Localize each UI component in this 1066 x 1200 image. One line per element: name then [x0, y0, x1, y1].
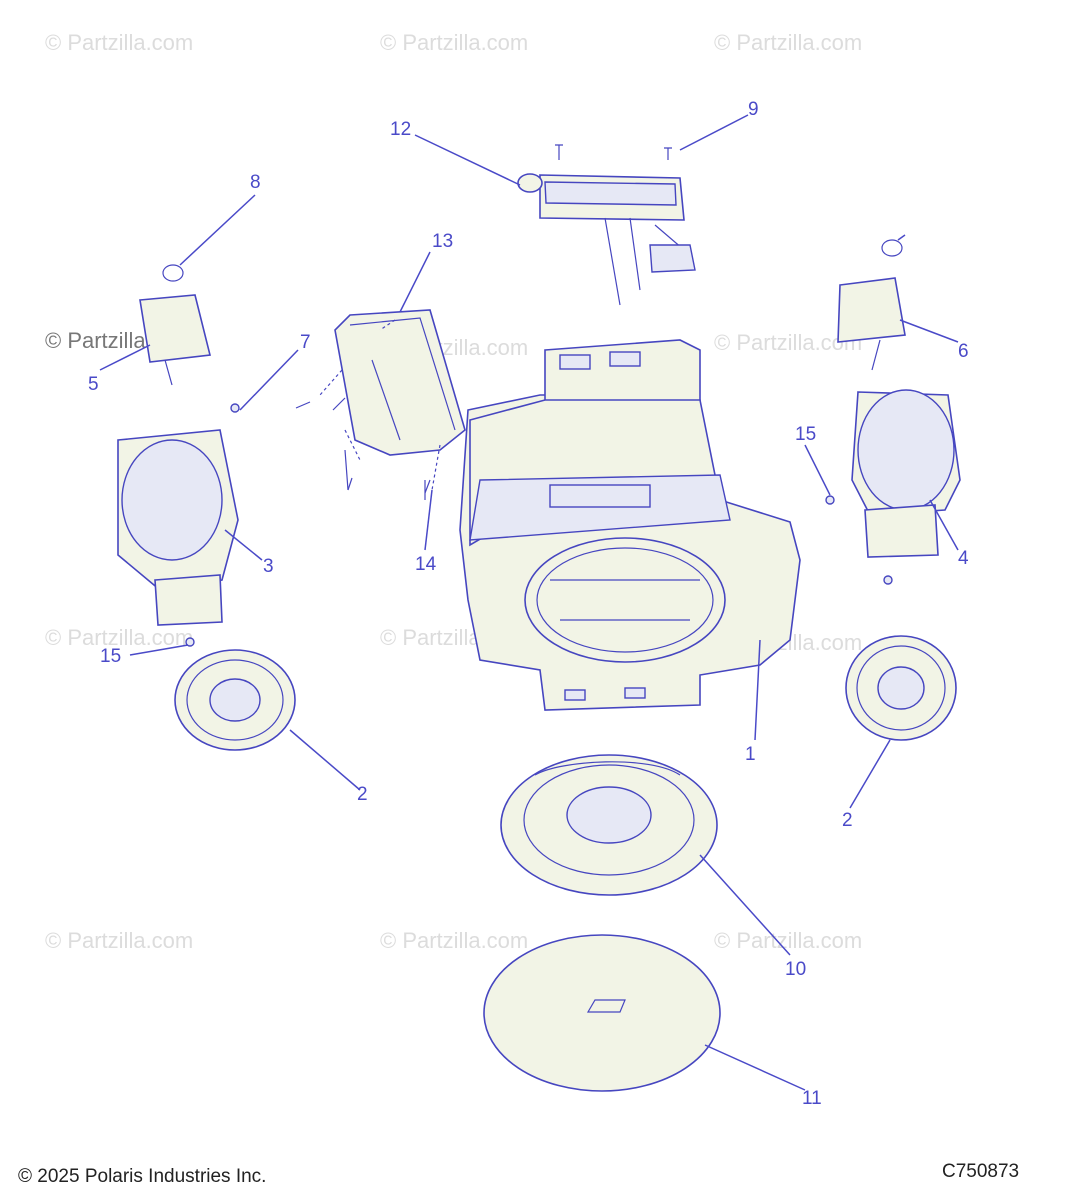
callout-6: 6 [958, 341, 969, 362]
watermark: © Partzilla.com [45, 30, 193, 55]
watermark: © Partzilla.com [45, 928, 193, 953]
watermark: © Partzilla.com [45, 625, 193, 650]
part-tweeter-left [139, 264, 211, 386]
part-speaker-pod-left [117, 429, 239, 626]
callout-12: 12 [390, 119, 411, 140]
part-head-unit [517, 144, 696, 306]
watermark: © Partzilla.com [380, 928, 528, 953]
part-speaker-right [845, 635, 957, 741]
leader-lines [99, 114, 959, 1091]
watermark: © Partzilla.com [380, 30, 528, 55]
callout-14: 14 [415, 554, 437, 575]
callout-11: 11 [802, 1088, 822, 1109]
part-speaker-pod-right [851, 389, 961, 558]
part-subwoofer [500, 754, 718, 896]
callout-2-right: 2 [842, 810, 853, 831]
watermark: © Partzilla.com [714, 30, 862, 55]
callout-8: 8 [250, 172, 261, 193]
part-speaker-left [174, 649, 296, 751]
callout-7: 7 [300, 332, 311, 353]
watermark-grid: © Partzilla.com © Partzilla.com © Partzi… [45, 30, 862, 953]
part-grille [483, 934, 721, 1092]
part-tweeter-right [837, 239, 906, 371]
callout-15-right: 15 [795, 424, 816, 445]
part-amplifier [319, 309, 466, 500]
callout-15-left: 15 [100, 646, 121, 667]
part-fasteners [185, 397, 893, 647]
callout-2-left: 2 [357, 784, 368, 805]
callout-13: 13 [432, 231, 453, 252]
diagram-code: C750873 [942, 1161, 1019, 1182]
callout-3: 3 [263, 556, 274, 577]
callout-1: 1 [745, 744, 756, 765]
callout-4: 4 [958, 548, 969, 569]
copyright-text: © 2025 Polaris Industries Inc. [18, 1166, 266, 1187]
callout-10: 10 [785, 959, 806, 980]
callout-9: 9 [748, 99, 759, 120]
callout-labels: 1 2 2 3 4 5 6 7 8 9 10 11 12 13 14 15 15 [88, 99, 969, 1109]
part-enclosure [459, 339, 801, 711]
callout-5: 5 [88, 374, 99, 395]
watermark: © Partzilla.com [714, 928, 862, 953]
